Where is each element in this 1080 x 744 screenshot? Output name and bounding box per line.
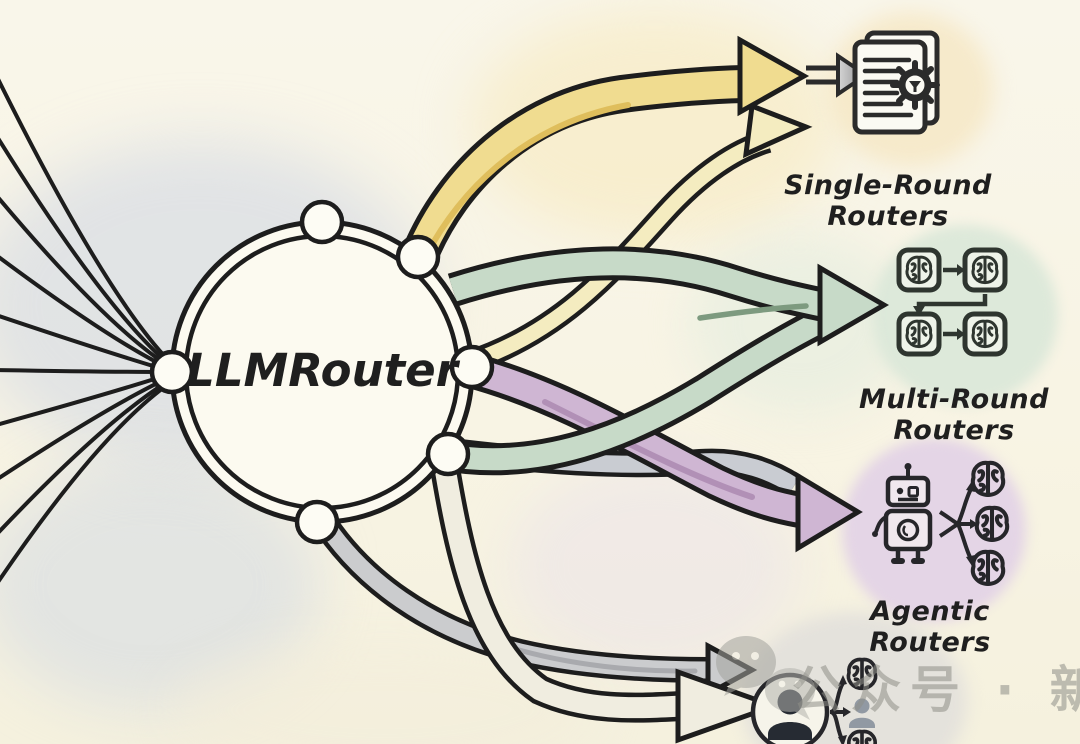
brain-grid-icon bbox=[896, 247, 1008, 357]
watermark-text: 公众号 · 新智 bbox=[792, 661, 1080, 719]
hub-title: LLMRouter bbox=[186, 344, 458, 397]
ribbon-gray-small bbox=[308, 509, 758, 699]
label-agentic-routers: Agentic Routers bbox=[869, 596, 991, 658]
robot-multi-brain-icon bbox=[872, 463, 1007, 584]
label-multi-round-routers: Multi-Round Routers bbox=[859, 384, 1049, 446]
document-gear-icon bbox=[852, 30, 940, 135]
ribbon-agentic bbox=[465, 352, 863, 553]
label-single-round-routers: Single-Round Routers bbox=[784, 170, 992, 232]
input-query-lines bbox=[0, 78, 172, 583]
